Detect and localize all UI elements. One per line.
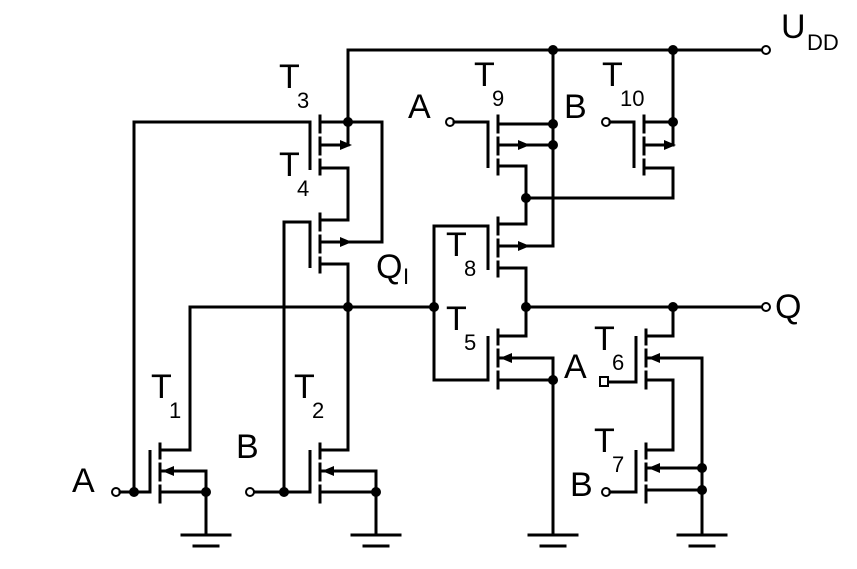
t3-index: 3	[297, 88, 309, 113]
gate-b-wire	[282, 220, 312, 494]
t7-index: 7	[612, 452, 624, 477]
input-a-top-label: A	[408, 88, 431, 126]
t10-index: 10	[620, 86, 644, 111]
t5-index: 5	[464, 330, 476, 355]
transistor-t7	[601, 442, 707, 504]
t9-index: 9	[492, 86, 504, 111]
q-output-label: Q	[775, 288, 801, 326]
supply-rail	[346, 45, 771, 248]
input-a-left-label: A	[72, 462, 95, 500]
input-b-top-label: B	[564, 88, 587, 126]
input-b-left-label: B	[236, 428, 259, 466]
gate-a-wire	[132, 120, 312, 494]
transistor-t6	[599, 305, 704, 535]
transistor-t2	[245, 442, 381, 535]
t3-label: T	[279, 58, 300, 96]
transistor-t5	[486, 328, 558, 535]
t8-index: 8	[464, 256, 476, 281]
t2-index: 2	[312, 398, 324, 423]
t10-label: T	[602, 56, 623, 94]
udd-subscript: DD	[807, 30, 839, 55]
t2-label: T	[294, 368, 315, 406]
t1-index: 1	[169, 398, 181, 423]
t4-label: T	[279, 146, 300, 184]
t5-label: T	[446, 300, 467, 338]
input-b-right-label: B	[570, 466, 593, 504]
t7-label: T	[594, 422, 615, 460]
t6-index: 6	[612, 350, 624, 375]
t4-index: 4	[297, 176, 309, 201]
transistor-t3	[308, 114, 384, 242]
t8-label: T	[446, 226, 467, 264]
q1-subscript: I	[403, 264, 409, 289]
ground-symbols	[180, 533, 728, 548]
t9-label: T	[474, 56, 495, 94]
q1-label: Q	[376, 248, 402, 286]
output-node	[521, 302, 771, 312]
udd-label: U	[781, 8, 806, 46]
t8-t5-gate-bracket	[432, 224, 490, 382]
t1-label: T	[151, 368, 172, 406]
transistor-t1	[111, 442, 211, 535]
transistor-t9	[445, 114, 558, 224]
transistor-t10	[521, 114, 678, 203]
t6-label: T	[594, 320, 615, 358]
transistor-t4	[308, 166, 384, 452]
input-a-right-label: A	[564, 348, 587, 386]
